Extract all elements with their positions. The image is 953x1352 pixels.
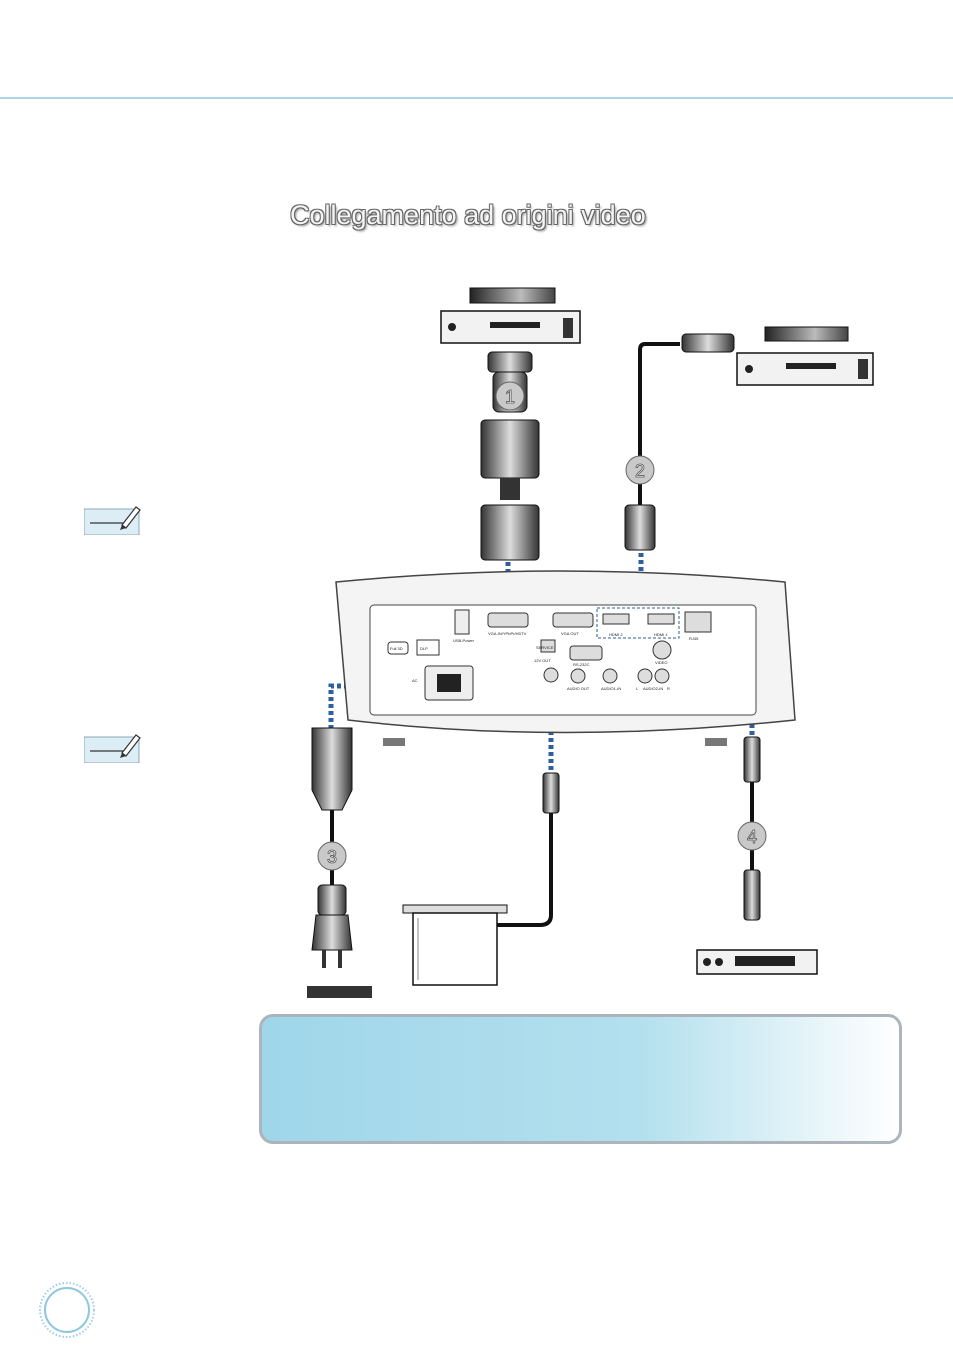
port-label-hdmi2: HDMI 2 [609,632,623,637]
port-label-audio2-l: L [636,686,639,691]
port-label-audio1: AUDIO1-IN [601,686,621,691]
note-icon [84,506,141,535]
port-label-vga-out: VGA OUT [561,631,579,636]
svg-text:4: 4 [747,827,757,847]
vcr-icon [696,949,818,975]
port-label-audio2: AUDIO2-IN [643,686,663,691]
port-label-ac: AC [412,678,418,683]
port-label-audio-out: AUDIO OUT [567,686,590,691]
svg-text:3: 3 [327,847,337,867]
port-label-hdmi1: HDMI 1 [654,632,668,637]
connection-badge: 3 [317,841,347,871]
svg-text:2: 2 [635,461,645,481]
port-label-service: SERVICE [536,645,554,650]
info-box [259,1014,902,1144]
page-title: Collegamento ad origini video [290,200,646,230]
page-number-badge [39,1282,95,1338]
screen-trigger-icon [402,772,560,986]
port-label-12v-out: 12V OUT [534,658,551,663]
port-label-rs232: RS-232C [573,662,590,667]
connection-badge: 2 [625,455,655,485]
logo-dlp: DLP [420,646,428,651]
header-rule [0,97,953,99]
connection-badge: 4 [737,821,767,851]
port-label-audio2-r: R [667,686,670,691]
logo-full3d: Full 3D [390,646,403,651]
dvd-player-icon [440,287,581,344]
projector-rear-icon [335,570,796,746]
svg-text:1: 1 [505,387,515,407]
dvd-player-icon [736,326,874,386]
note-icon [84,734,141,763]
port-label-vga-in: VGA-IN/YPbPr/HDTV [488,631,527,636]
port-labels: VGA-IN/YPbPr/HDTV VGA OUT HDMI 2 HDMI 1 … [390,631,699,691]
port-label-usb: USB-Power [453,638,475,643]
hdmi-cable-icon [624,333,735,551]
connection-badge: 1 [495,381,525,411]
power-cord-icon [307,727,372,998]
port-label-video: VIDEO [655,660,667,665]
port-label-rj45: RJ45 [689,636,699,641]
